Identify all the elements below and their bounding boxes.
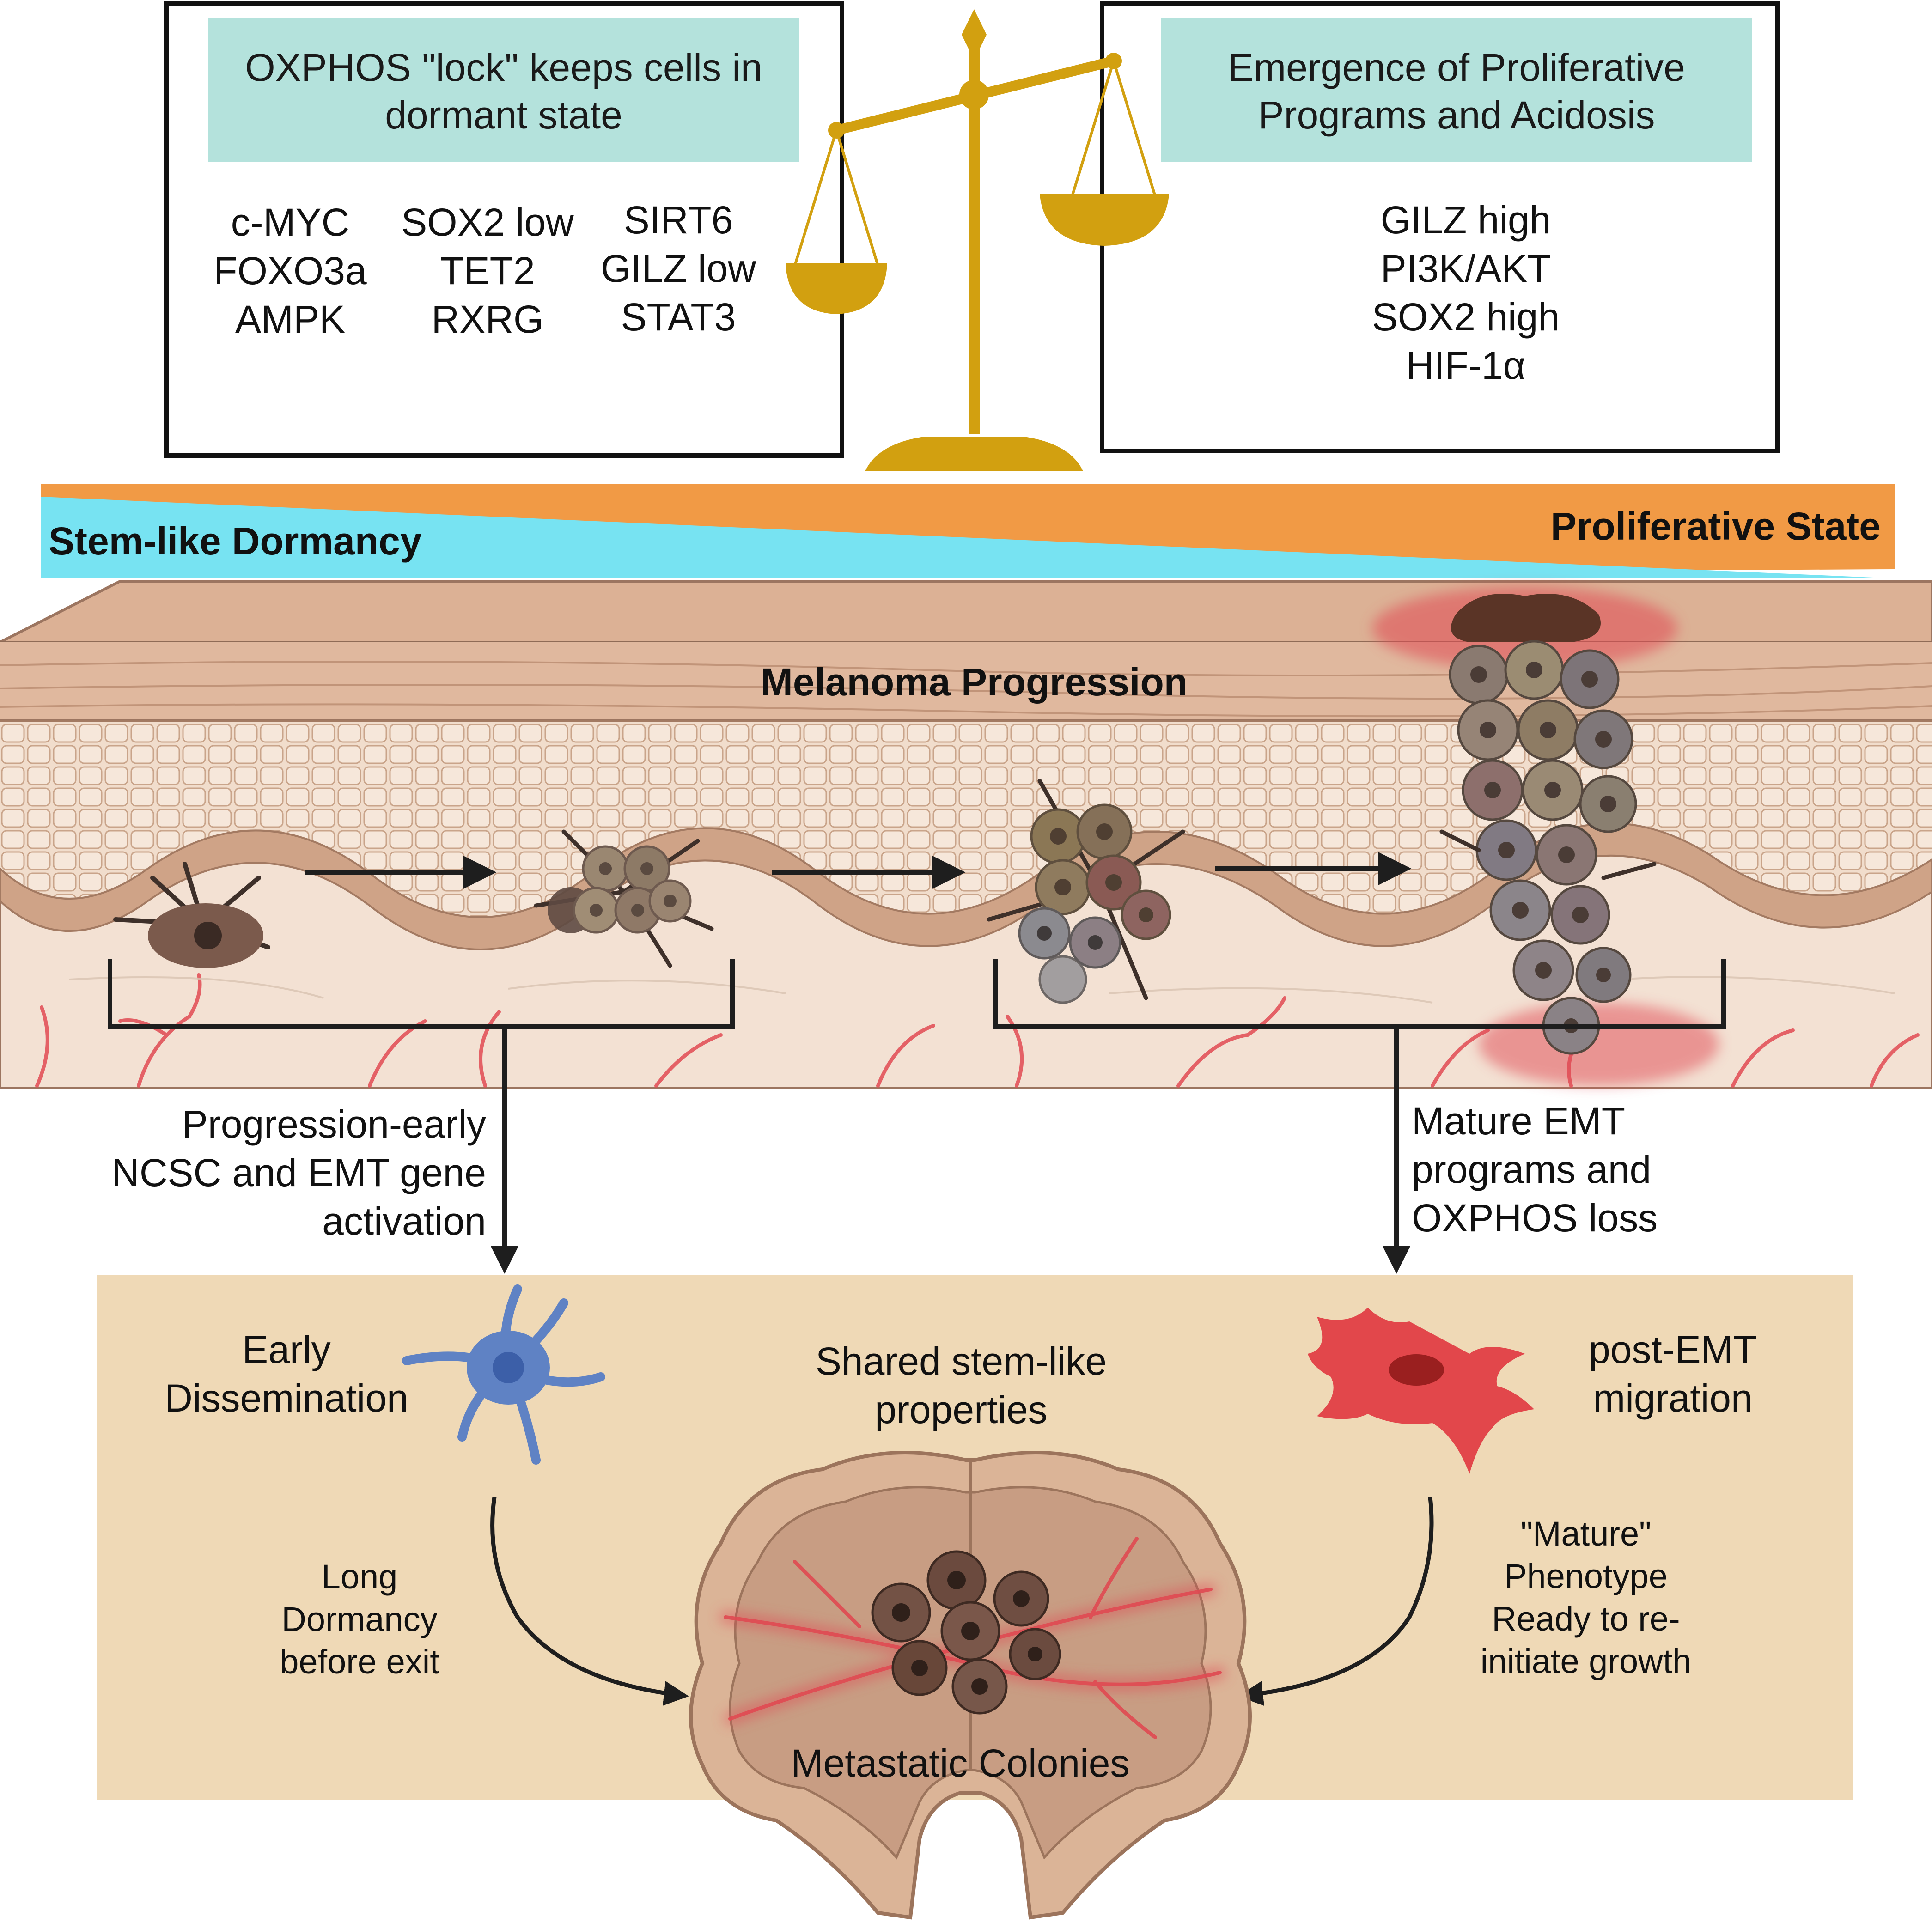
tumour-cells bbox=[573, 845, 692, 934]
gene-label: FOXO3a bbox=[213, 249, 367, 292]
brain-icon bbox=[689, 1451, 1252, 1920]
gene-label: AMPK bbox=[235, 298, 345, 341]
post-emt-line-2: migration bbox=[1593, 1376, 1752, 1420]
mature-phenotype-line-1: "Mature" bbox=[1521, 1515, 1652, 1553]
left-panel-header-box bbox=[208, 18, 799, 162]
shared-properties-line-2: properties bbox=[875, 1388, 1048, 1431]
melanoma-progression-label: Melanoma Progression bbox=[761, 660, 1188, 704]
gene-label: SOX2 high bbox=[1372, 295, 1560, 339]
mature-phenotype-line-3: Ready to re- bbox=[1492, 1600, 1680, 1638]
shared-properties-line-1: Shared stem-like bbox=[816, 1339, 1107, 1383]
early-branch-label-line-3: activation bbox=[322, 1199, 486, 1243]
late-branch-label-line-2: programs and bbox=[1412, 1148, 1651, 1191]
gene-label: HIF-1α bbox=[1406, 344, 1526, 387]
mature-curve-arrow bbox=[1238, 1497, 1434, 1706]
dormancy-wedge bbox=[41, 497, 1895, 578]
right-panel-header-line-1: Emergence of Proliferative bbox=[1228, 46, 1685, 89]
mature-phenotype-line-2: Phenotype bbox=[1504, 1557, 1668, 1595]
tumour-mass bbox=[1439, 640, 1657, 1055]
left-panel-header-line-2: dormant state bbox=[385, 93, 622, 137]
stem-like-dormancy-label: Stem-like Dormancy bbox=[49, 519, 422, 563]
mature-phenotype-line-4: initiate growth bbox=[1481, 1642, 1692, 1680]
late-branch-label-line-3: OXPHOS loss bbox=[1412, 1196, 1658, 1240]
late-branch-label-line-1: Mature EMT bbox=[1412, 1099, 1625, 1143]
melanoma-stage-2-cluster bbox=[534, 829, 714, 968]
gene-label: SIRT6 bbox=[624, 198, 733, 242]
melanoma-stage-3-cluster bbox=[987, 779, 1185, 1004]
early-bracket bbox=[108, 959, 735, 1029]
state-gradient-band: Stem-like Dormancy Proliferative State bbox=[41, 484, 1895, 578]
balance-scale-icon bbox=[786, 9, 1169, 471]
gene-label: GILZ low bbox=[601, 247, 756, 290]
long-dormancy-line-1: Long bbox=[322, 1558, 398, 1596]
left-info-panel: OXPHOS "lock" keeps cells in dormant sta… bbox=[164, 1, 844, 458]
early-branch-label-line-2: NCSC and EMT gene bbox=[111, 1151, 486, 1194]
early-disseminated-cell-icon bbox=[402, 1284, 605, 1465]
gene-label: SOX2 low bbox=[401, 201, 574, 244]
right-info-panel: Emergence of Proliferative Programs and … bbox=[1100, 1, 1780, 453]
right-panel-header-box bbox=[1161, 18, 1752, 162]
progression-arrows bbox=[305, 852, 1412, 889]
long-dormancy-line-2: Dormancy bbox=[281, 1600, 437, 1638]
dormancy-curve-arrow bbox=[490, 1497, 689, 1706]
gene-label: PI3K/AKT bbox=[1381, 247, 1551, 290]
left-panel-header-line-1: OXPHOS "lock" keeps cells in bbox=[245, 46, 762, 89]
proliferative-state-label: Proliferative State bbox=[1551, 505, 1881, 548]
late-bracket bbox=[993, 959, 1726, 1029]
early-dissemination-line-1: Early bbox=[242, 1328, 330, 1371]
gene-label: STAT3 bbox=[621, 295, 736, 339]
long-dormancy-line-3: before exit bbox=[280, 1643, 439, 1681]
gene-label: c-MYC bbox=[231, 201, 350, 244]
early-dissemination-line-2: Dissemination bbox=[165, 1376, 408, 1420]
melanoma-stage-4-tumour bbox=[1372, 587, 1719, 1086]
gene-label: TET2 bbox=[440, 249, 535, 292]
melanoma-stage-1-cell bbox=[113, 862, 270, 968]
metastatic-colonies-label: Metastatic Colonies bbox=[791, 1741, 1130, 1785]
post-emt-line-1: post-EMT bbox=[1589, 1328, 1757, 1371]
early-branch-label-line-1: Progression-early bbox=[182, 1102, 486, 1146]
post-emt-cell-icon bbox=[1308, 1308, 1534, 1474]
gene-label: RXRG bbox=[432, 298, 544, 341]
right-panel-header-line-2: Programs and Acidosis bbox=[1258, 93, 1655, 137]
metastatic-colony bbox=[871, 1550, 1061, 1715]
gene-label: GILZ high bbox=[1381, 198, 1551, 242]
